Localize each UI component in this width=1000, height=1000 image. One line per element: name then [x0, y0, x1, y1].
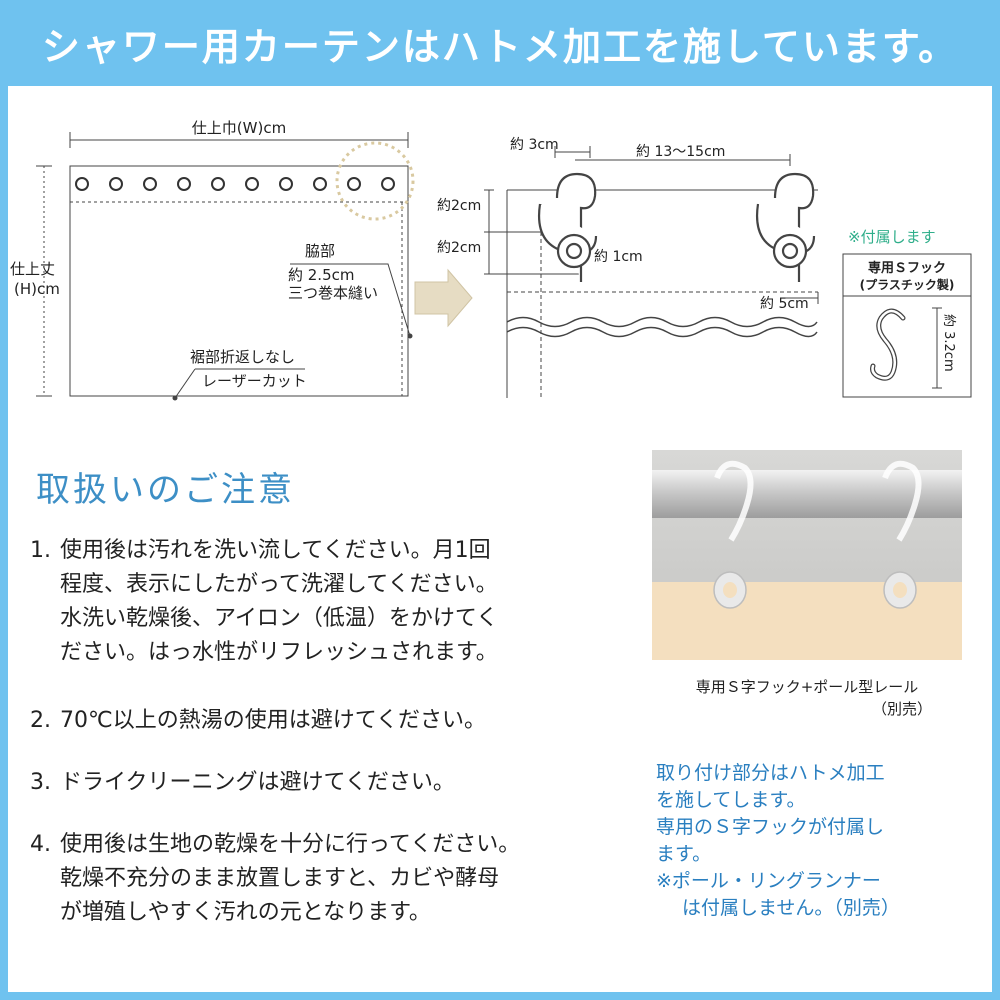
height-label-line1: 仕上丈: [10, 260, 55, 278]
side-label-line2: 約 2.5cm: [288, 266, 354, 284]
care-item-line: 使用後は生地の乾燥を十分に行ってください。: [60, 832, 521, 857]
dim-3cm: 約 3cm: [510, 137, 559, 153]
side-label-line3: 三つ巻本縫い: [288, 284, 378, 302]
info-line: を施してします。: [656, 789, 806, 811]
care-item-number: 2.: [30, 708, 51, 733]
height-label-line2: (H)cm: [14, 280, 60, 298]
care-title: 取扱いのご注意: [36, 470, 295, 510]
info-line: ます。: [656, 843, 712, 865]
info-line: 取り付け部分はハトメ加工: [656, 762, 885, 784]
accessory-size: 約 3.2cm: [941, 314, 956, 372]
care-item-number: 4.: [30, 832, 51, 857]
hem-label-line2: レーザーカット: [202, 372, 307, 390]
grommet-row: [75, 177, 395, 191]
care-item-line: 水洗い乾燥後、アイロン（低温）をかけてく: [60, 606, 499, 631]
care-item-line: 乾燥不充分のまま放置しますと、カビや酵母: [60, 866, 500, 891]
care-item: 3. ドライクリーニングは避けてください。: [30, 766, 642, 800]
accessory-title-line1: 専用Ｓフック: [868, 260, 946, 276]
page-header: シャワー用カーテンはハトメ加工を施しています。: [0, 0, 1000, 86]
info-note: 取り付け部分はハトメ加工 を施してします。 専用のＳ字フックが付属し ます。 ※…: [656, 760, 976, 922]
header-title: シャワー用カーテンはハトメ加工を施しています。: [41, 24, 959, 69]
care-list: 1. 使用後は汚れを洗い流してください。月1回 程度、表示にしたがって洗濯してく…: [30, 534, 642, 930]
care-item-line: 程度、表示にしたがって洗濯してください。: [60, 572, 498, 597]
photo-caption-line1: 専用Ｓ字フック+ポール型レール: [695, 678, 919, 696]
side-label-line1: 脇部: [305, 242, 335, 260]
accessory-title-line2: (プラスチック製): [860, 277, 955, 292]
included-note: ※付属します: [848, 228, 936, 246]
info-line-indented: は付属しません。（別売）: [682, 897, 900, 919]
dim-1cm: 約 1cm: [594, 249, 643, 265]
zoom-circle: [335, 141, 415, 221]
arrow-right-icon: [414, 268, 473, 328]
accessory-box: [842, 253, 972, 398]
care-item-line: ださい。はっ水性がリフレッシュされます。: [60, 640, 498, 665]
care-item-line: 70℃以上の熱湯の使用は避けてください。: [60, 708, 487, 733]
care-item-line: ドライクリーニングは避けてください。: [60, 770, 455, 795]
s-hook-icon: [538, 172, 816, 282]
ring-hook-icon: [714, 460, 922, 542]
dim-5cm: 約 5cm: [760, 296, 809, 312]
photo-caption-line2: （別売）: [871, 700, 932, 718]
photo-caption: 専用Ｓ字フック+ポール型レール （別売）: [652, 676, 962, 720]
care-item: 1. 使用後は汚れを洗い流してください。月1回 程度、表示にしたがって洗濯してく…: [30, 534, 642, 670]
dim-13-15cm: 約 13〜15cm: [636, 144, 725, 160]
curtain-diagram: 仕上巾(W)cm 仕上丈 (H)cm 脇部 約 2.5cm 三つ巻本縫い 裾部折…: [10, 119, 972, 401]
detail-diagram: [484, 146, 819, 398]
info-line: ※ポール・リングランナー: [656, 870, 881, 892]
hem-label-line1: 裾部折返しなし: [190, 348, 295, 366]
care-item: 2. 70℃以上の熱湯の使用は避けてください。: [30, 704, 642, 738]
care-item-line: が増殖しやすく汚れの元となります。: [60, 900, 431, 925]
care-item: 4. 使用後は生地の乾燥を十分に行ってください。 乾燥不充分のまま放置しますと、…: [30, 828, 642, 930]
care-item-line: 使用後は汚れを洗い流してください。月1回: [60, 538, 491, 563]
dim-2cm-top: 約2cm: [437, 198, 481, 214]
side-leader-line: [290, 263, 411, 337]
curtain-outline: [69, 165, 409, 397]
dim-2cm-mid: 約2cm: [437, 240, 481, 256]
product-photo: [652, 450, 962, 660]
care-item-number: 1.: [30, 538, 51, 563]
care-item-number: 3.: [30, 770, 51, 795]
info-line: 専用のＳ字フックが付属し: [656, 816, 885, 838]
width-label: 仕上巾(W)cm: [192, 119, 286, 137]
